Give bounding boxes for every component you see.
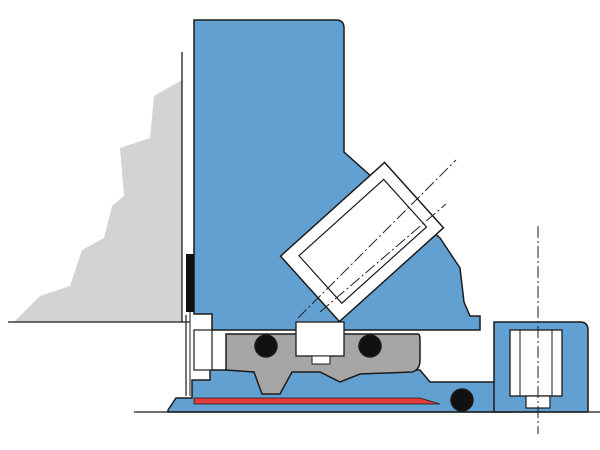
wall-section: [14, 80, 182, 322]
contact-strip: [186, 254, 194, 312]
seal-block-stem: [311, 355, 331, 365]
o-ring-right: [358, 334, 382, 358]
o-ring-left: [254, 334, 278, 358]
centerline-angled-2: [319, 203, 447, 313]
red-gasket: [193, 397, 441, 405]
bolt-head: [509, 329, 563, 397]
centerline-angled-1: [297, 159, 457, 319]
o-ring-base: [450, 388, 474, 412]
angled-insert: [279, 161, 445, 323]
insert-inner: [298, 178, 428, 305]
seal-block: [295, 321, 345, 357]
lower-flange: [193, 329, 213, 371]
